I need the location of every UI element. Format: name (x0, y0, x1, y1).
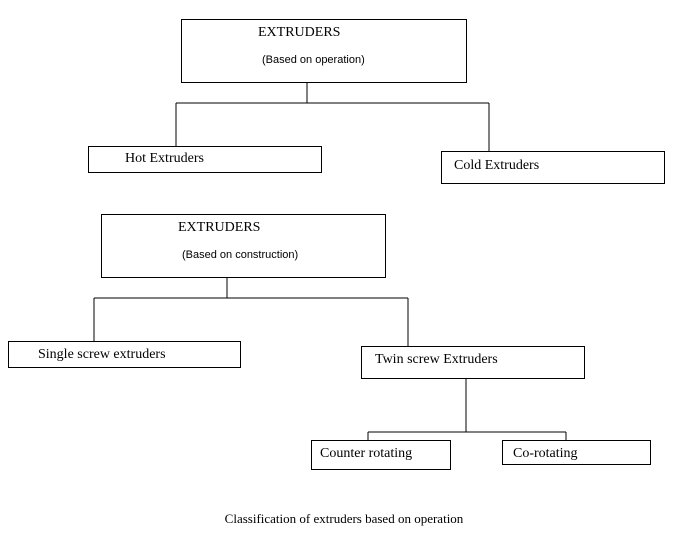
single-screw-box: Single screw extruders (8, 341, 241, 368)
twin-screw-box: Twin screw Extruders (361, 346, 585, 379)
co-rotating-box: Co-rotating (502, 440, 651, 465)
root-box-operation: EXTRUDERS (Based on operation) (181, 19, 467, 83)
root-title-operation: EXTRUDERS (258, 25, 341, 40)
cold-extruders-label: Cold Extruders (454, 158, 540, 173)
root-title-construction: EXTRUDERS (178, 220, 261, 235)
cold-extruders-box: Cold Extruders (441, 151, 665, 184)
counter-rotating-label: Counter rotating (320, 446, 413, 461)
hot-extruders-label: Hot Extruders (125, 151, 204, 166)
hot-extruders-box: Hot Extruders (88, 146, 322, 173)
root-subtitle-construction: (Based on construction) (182, 249, 299, 261)
co-rotating-label: Co-rotating (513, 446, 578, 461)
figure-caption: Classification of extruders based on ope… (224, 511, 464, 526)
single-screw-label: Single screw extruders (38, 347, 166, 362)
root-subtitle-operation: (Based on operation) (262, 54, 365, 66)
twin-screw-label: Twin screw Extruders (375, 352, 498, 367)
counter-rotating-box: Counter rotating (311, 440, 451, 470)
root-box-construction: EXTRUDERS (Based on construction) (101, 214, 386, 278)
